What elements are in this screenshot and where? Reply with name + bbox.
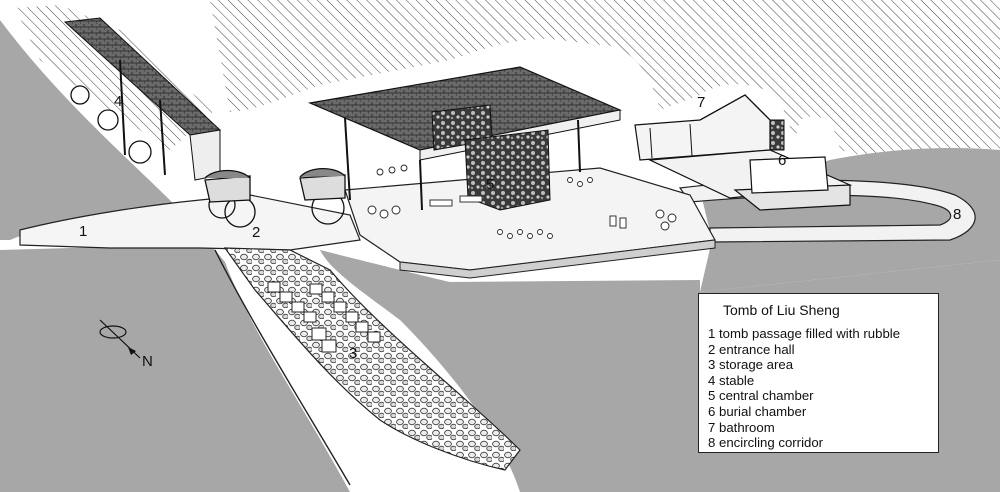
storage-crates	[267, 281, 381, 353]
central-chamber-hall	[307, 66, 623, 211]
legend-box: Tomb of Liu Sheng 1 tomb passage filled …	[698, 293, 939, 453]
legend-title: Tomb of Liu Sheng	[723, 302, 840, 318]
label-1: 1	[79, 223, 87, 240]
legend-item: 2 entrance hall	[708, 341, 795, 357]
legend-item: 4 stable	[708, 372, 755, 388]
label-6: 6	[778, 152, 786, 169]
legend-item: 3 storage area	[708, 357, 794, 373]
carriages	[70, 85, 346, 228]
rock-mass	[15, 0, 1000, 155]
label-8: 8	[953, 206, 961, 223]
number-labels: 1 2 3 4 5 6 7 8	[79, 93, 961, 362]
legend-item: 5 central chamber	[708, 388, 814, 404]
legend-item: 6 burial chamber	[708, 403, 807, 419]
burial-chamber	[647, 149, 853, 211]
legend-list: 1 tomb passage filled with rubble 2 entr…	[708, 326, 928, 451]
passage-wall-line	[214, 249, 351, 486]
compass: N	[99, 319, 153, 370]
label-5: 5	[486, 176, 494, 193]
compass-north-label: N	[142, 353, 153, 370]
label-7: 7	[697, 94, 705, 111]
legend-item: 1 tomb passage filled with rubble	[708, 326, 901, 341]
legend-item: 8 encircling corridor	[708, 435, 824, 451]
label-4: 4	[114, 93, 122, 110]
central-chamber-floor	[344, 167, 716, 279]
grave-goods	[367, 164, 677, 239]
label-3: 3	[349, 345, 357, 362]
legend-item: 7 bathroom	[708, 419, 775, 435]
bathroom	[634, 94, 785, 161]
stable-building	[63, 17, 222, 181]
label-2: 2	[252, 224, 260, 241]
